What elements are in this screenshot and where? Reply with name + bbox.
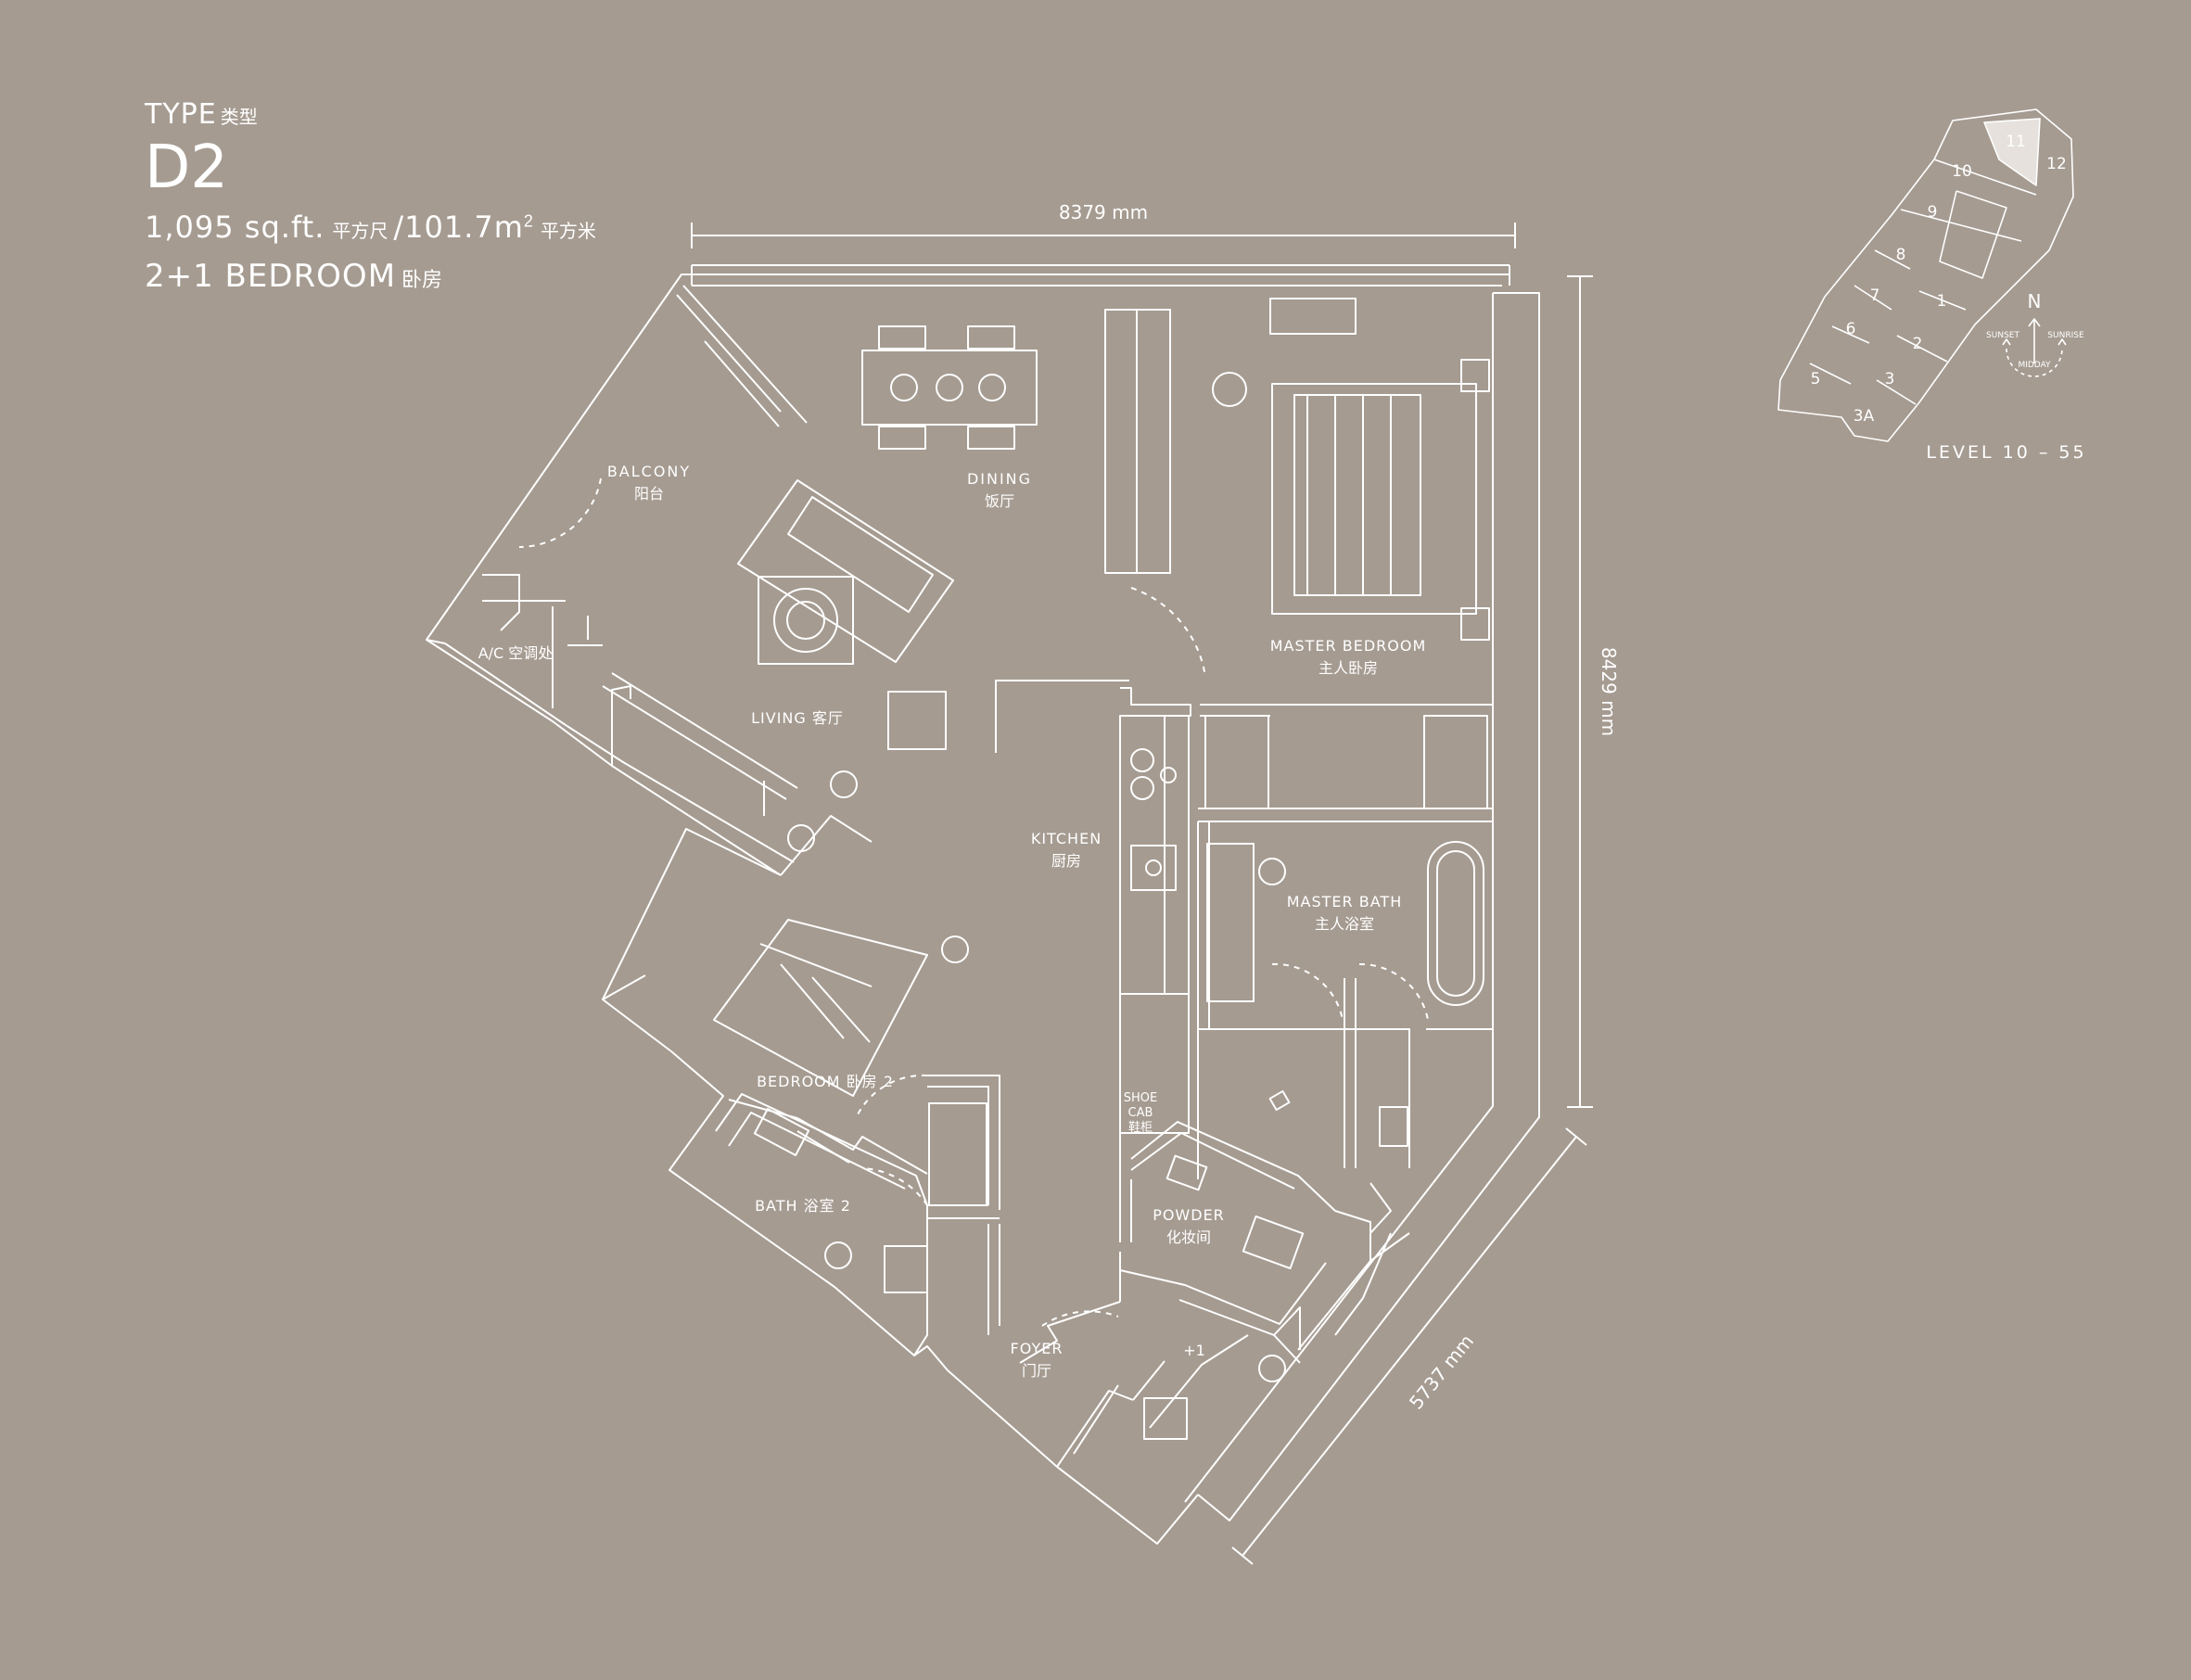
label-powder-zh: 化妆间 [1166,1228,1211,1246]
dining-table [861,350,1038,426]
label-shoe-cab-zh: 鞋柜 [1128,1120,1153,1135]
label-shoe-cab-2: CAB [1128,1106,1153,1120]
unit-area: 1,095 sq.ft. 平方尺/101.7m2 平方米 [145,210,602,245]
bedroom2-bed [713,919,928,1097]
north-label: N [2028,290,2042,312]
dimension-top-label: 8379 mm [1059,201,1148,223]
key-plan-level-label: LEVEL 10 – 55 [1926,442,2086,463]
label-ac: A/C 空调处 [478,644,554,662]
diagonal-dimension-tick-top [1565,1127,1587,1146]
bedroom-count-en: 2+1 BEDROOM [145,258,397,295]
label-balcony-zh: 阳台 [634,485,664,503]
door-swing-balcony [518,477,602,548]
door-swings [518,477,1429,1327]
label-shoe-cab-1: SHOE [1124,1091,1157,1105]
type-label-zh: 类型 [220,106,258,128]
key-plan-label-5: 5 [1811,370,1821,388]
sunset-label: SUNSET [1986,331,2019,340]
wardrobe-bedroom2 [928,1102,987,1206]
area-separator: / [393,210,405,245]
area-sqft-unit-zh: 平方尺 [332,220,389,242]
key-plan-unit-11 [1983,118,2041,186]
vanity [1206,843,1255,1002]
bedroom-count-zh: 卧房 [401,269,443,292]
key-plan-label-1: 1 [1937,292,1947,311]
label-master-bath: MASTER BATH [1287,893,1402,910]
key-plan-label-8: 8 [1896,246,1906,264]
area-sqm: 101.7m [404,210,524,245]
label-master-bath-zh: 主人浴室 [1315,915,1374,933]
label-powder: POWDER [1153,1206,1225,1224]
key-plan-label-12: 12 [2046,155,2067,173]
armchair [1143,1397,1188,1440]
dimension-diagonal-label: 5737 mm [1405,1330,1478,1414]
master-bed [1271,383,1477,615]
unit-code: D2 [145,134,228,202]
door-swing-master-bath-left [1271,962,1344,1021]
label-bath2: BATH 浴室 2 [755,1197,851,1215]
label-plus-one: +1 [1183,1342,1205,1359]
label-living: LIVING 客厅 [751,709,844,727]
key-plan-label-9: 9 [1928,203,1938,222]
door-swing-master-bedroom [1130,587,1206,678]
exterior-walls [426,264,1540,1545]
interior-walls [482,285,1493,1468]
wc-bath2 [884,1245,928,1293]
coffee-table [758,576,854,665]
diagonal-dimension-line [1242,1136,1577,1557]
door-swing-master-bath-right [1358,962,1429,1021]
dimension-right-label: 8429 mm [1598,647,1620,736]
room-labels: BALCONY 阳台 A/C 空调处 DINING 饭厅 LIVING 客厅 M… [478,463,1427,1380]
door-swing-foyer [1041,1310,1119,1327]
label-master-bedroom-zh: 主人卧房 [1318,659,1378,677]
furniture [713,298,1490,1440]
desk [1269,298,1357,335]
label-dining-zh: 饭厅 [985,492,1014,510]
key-plan-label-6: 6 [1846,320,1856,338]
key-plan: 11 12 10 9 8 7 1 6 2 5 3 3A [1777,108,2074,442]
key-plan-label-3a: 3A [1853,407,1875,426]
label-foyer: FOYER [1011,1340,1064,1357]
label-balcony: BALCONY [607,463,691,480]
midday-label: MIDDAY [2018,361,2051,370]
bathtub [1427,841,1484,1006]
area-sqft: 1,095 sq.ft. [145,210,325,245]
door-swing-bath2 [861,1167,928,1206]
key-plan-label-3: 3 [1885,370,1895,388]
dimension-lines [691,223,1593,1565]
wc-powder [1242,1215,1305,1270]
diagonal-dimension-tick-bottom [1231,1546,1254,1565]
wardrobe-right [1423,715,1488,809]
sunrise-label: SUNRISE [2047,331,2084,340]
label-foyer-zh: 门厅 [1022,1362,1051,1380]
living-sofa [737,479,954,663]
key-plan-outline [1777,108,2074,442]
type-label: TYPE [145,98,217,131]
sun-path-icon [2006,348,2063,377]
wardrobe-left [1204,715,1269,809]
label-dining: DINING [967,470,1032,488]
key-plan-label-7: 7 [1870,286,1880,305]
label-kitchen: KITCHEN [1031,830,1102,847]
key-plan-label-2: 2 [1913,335,1923,353]
key-plan-core [1939,190,2007,279]
compass: N SUNSET SUNRISE MIDDAY [1986,290,2084,377]
key-plan-label-10: 10 [1952,162,1972,181]
key-plan-label-11: 11 [2006,133,2026,151]
label-bedroom2: BEDROOM 卧房 2 [757,1073,894,1090]
area-sqm-unit-zh: 平方米 [540,220,596,242]
wc [1379,1106,1408,1147]
label-master-bedroom: MASTER BEDROOM [1270,637,1427,655]
area-sqm-superscript: 2 [523,211,533,231]
label-kitchen-zh: 厨房 [1051,852,1081,870]
